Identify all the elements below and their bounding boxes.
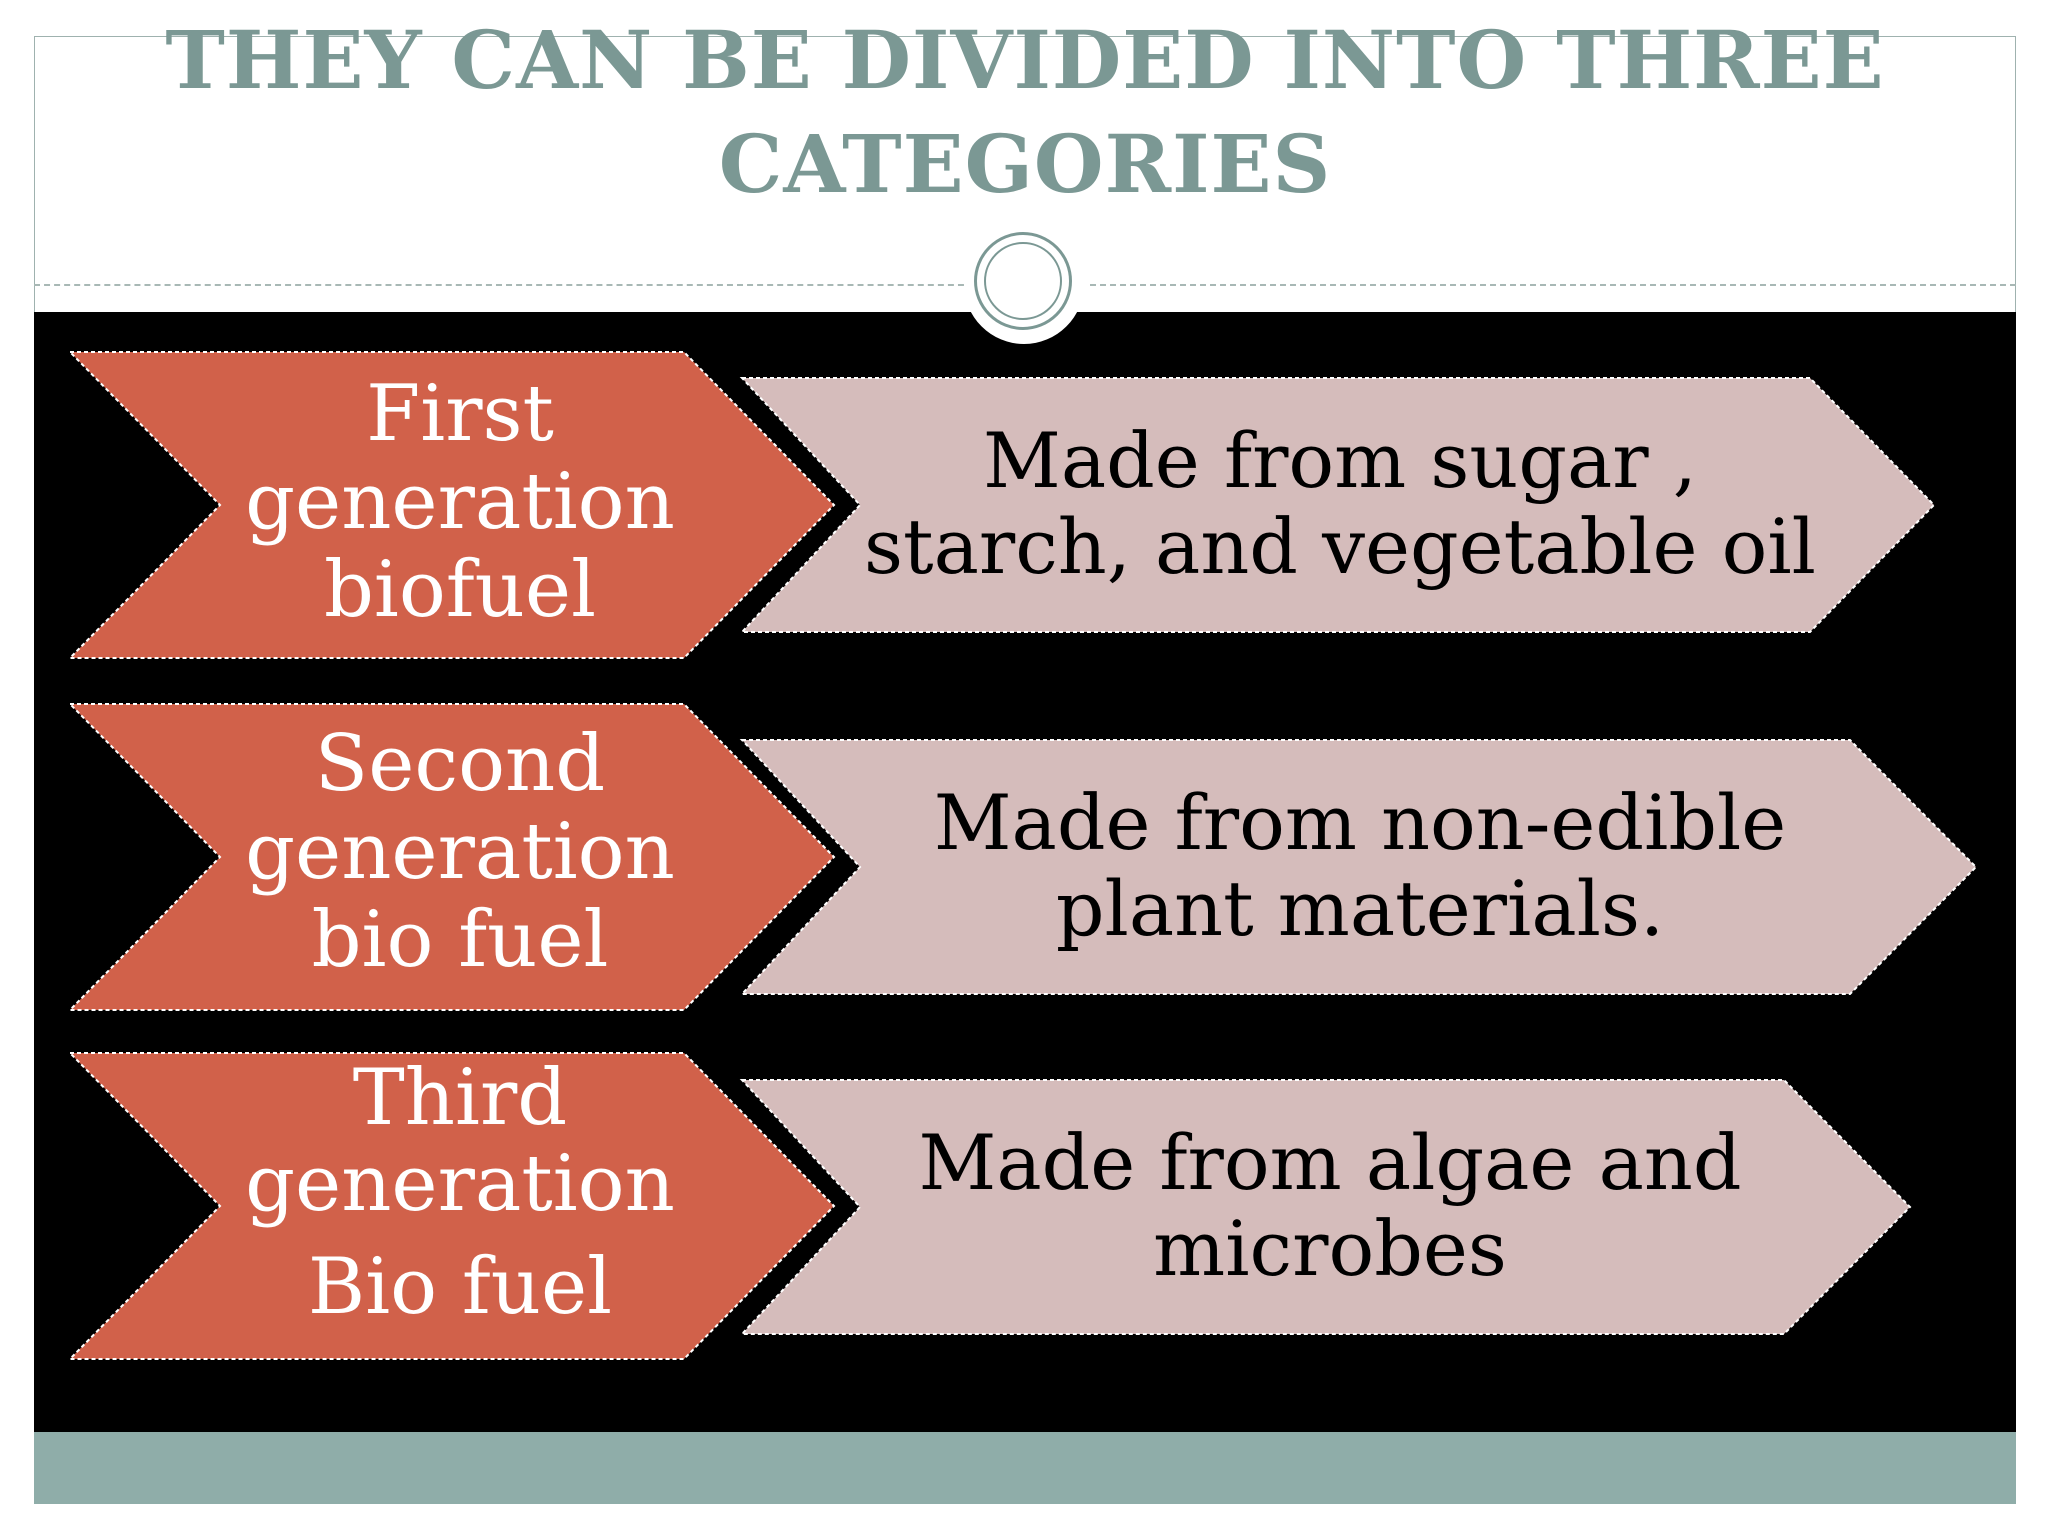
chevron-label-1-text: First generation biofuel	[220, 370, 700, 634]
chevron-description-3	[739, 1079, 1912, 1335]
chevron-description-2-text: Made from non-edible plant materials.	[880, 780, 1840, 952]
label-2-line-2: generation	[245, 807, 675, 897]
label-3-line-1: Third	[352, 1053, 568, 1143]
label-1-line-1: First	[366, 369, 554, 459]
title-divider-left	[34, 284, 974, 286]
chevron-label-3-text: Third generation Bio fuel	[220, 1055, 700, 1331]
label-3-line-3: Bio fuel	[307, 1242, 613, 1332]
chevron-description-1	[739, 377, 1936, 633]
title-line-2: CATEGORIES	[718, 117, 1332, 211]
chevron-label-3	[67, 1052, 836, 1360]
slide-title: THEY CAN BE DIVIDED INTO THREE CATEGORIE…	[34, 8, 2016, 216]
chevron-label-2-text: Second generation bio fuel	[220, 720, 700, 984]
label-1-line-3: biofuel	[323, 545, 597, 635]
chevron-description-2	[739, 739, 1978, 995]
title-line-1: THEY CAN BE DIVIDED INTO THREE	[165, 13, 1885, 107]
footer-band	[34, 1432, 2016, 1504]
label-3-line-2: generation	[245, 1139, 675, 1229]
description-2-line-1: Made from non-edible	[933, 778, 1787, 867]
description-1-line-1: Made from sugar ,	[983, 416, 1697, 505]
divider-inner-ring-icon	[984, 242, 1062, 320]
chevron-label-2	[67, 703, 836, 1011]
chevron-label-1	[67, 351, 836, 659]
label-1-line-2: generation	[245, 457, 675, 547]
chevron-description-3-text: Made from algae and microbes	[850, 1120, 1810, 1292]
description-3-line-1: Made from algae and	[918, 1118, 1742, 1207]
chevron-description-1-text: Made from sugar , starch, and vegetable …	[860, 418, 1820, 590]
label-2-line-1: Second	[314, 719, 606, 809]
description-2-line-2: plant materials.	[1055, 864, 1665, 953]
description-3-line-2: microbes	[1153, 1204, 1507, 1293]
description-1-line-2: starch, and vegetable oil	[864, 502, 1816, 591]
label-2-line-3: bio fuel	[311, 895, 609, 985]
title-divider-right	[1090, 284, 2016, 286]
